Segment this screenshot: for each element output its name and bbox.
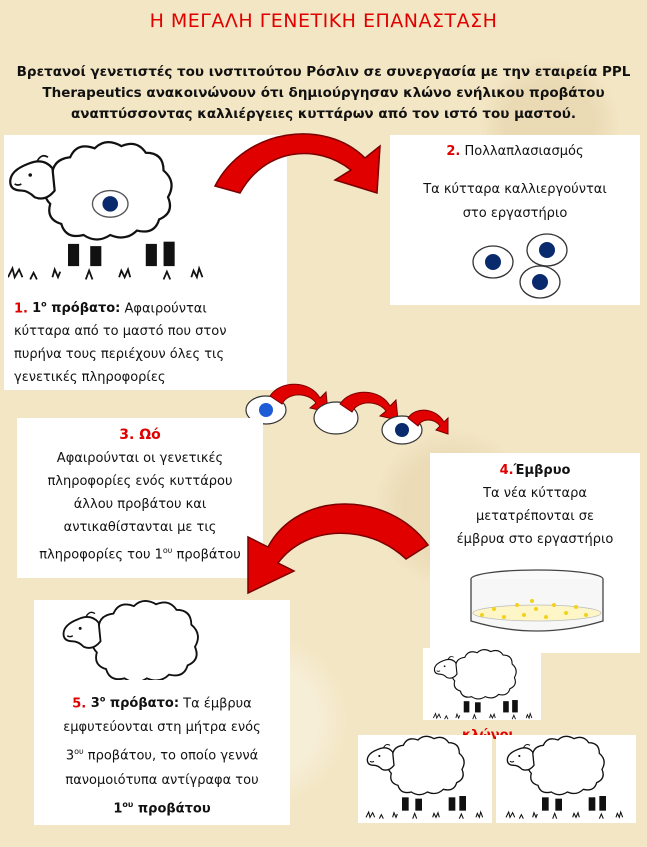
step3-number: 3. — [119, 427, 135, 443]
step1-text-line2: κύτταρα από το μαστό που στον — [14, 324, 227, 340]
step5-panel — [34, 680, 290, 825]
step2-heading: Πολλαπλασιασμός — [460, 144, 584, 159]
step3-text-line2: πληροφορίες ενός κυττάρου — [47, 474, 233, 489]
step5-text-line4: πανομοιότυπα αντίγραφα του — [65, 772, 259, 788]
step2-text-line2: στο εργαστήριο — [462, 206, 568, 221]
step3-text-line1: Αφαιρούνται οι γενετικές — [56, 451, 224, 466]
step3-panel — [17, 418, 263, 578]
intro-line-2: Therapeutics ανακοινώνουν ότι δημιούργησ… — [42, 85, 605, 101]
step5-text-line5: 1ου προβάτου — [113, 799, 211, 816]
step2-text-line1: Τα κύτταρα καλλιεργούνται — [423, 182, 607, 197]
step1-heading: 1ο πρόβατο: — [32, 300, 121, 317]
petri-dish-illustration — [470, 569, 604, 632]
step2-panel — [390, 135, 640, 305]
clone-sheep-2 — [365, 735, 484, 820]
step4-text-line1: Τα νέα κύτταρα — [483, 486, 587, 501]
step3-heading: Ωό — [134, 427, 161, 443]
sheep-1-illustration — [8, 141, 204, 281]
step1-text-line1: Αφαιρούνται — [120, 301, 207, 317]
egg-cell-sequence — [245, 383, 449, 445]
clone-sheep-1 — [432, 649, 533, 720]
intro-text: Βρετανοί γενετιστές του ινστιτούτου Ρόσλ… — [10, 62, 637, 125]
step3-text-line5: πληροφορίες του 1ου προβάτου — [39, 546, 241, 563]
step4-text-line2: μετατρέπονται σε — [475, 509, 595, 524]
arrow-step4-to-step5 — [247, 503, 430, 595]
step4-text-line3: έμβρυα στο εργαστήριο — [456, 532, 614, 547]
step4-text: 4.Έμβρυο Τα νέα κύτταρα μετατρέπονται σε… — [430, 459, 640, 551]
cultured-cells-illustration — [472, 233, 568, 299]
step3-text-line3: άλλου προβάτου και — [73, 497, 207, 512]
step1-text-line3: πυρήνα τους περιέχουν όλες τις — [14, 347, 225, 363]
step5-heading: 3ο πρόβατο: — [86, 695, 180, 712]
step1-text-line4: γενετικές πληροφορίες — [14, 370, 166, 386]
page-title: Η ΜΕΓΑΛΗ ΓΕΝΕΤΙΚΗ ΕΠΑΝΑΣΤΑΣΗ — [149, 10, 498, 32]
step3-text-line4: αντικαθίστανται με τις — [63, 520, 217, 535]
arrow-step1-to-step2 — [213, 133, 381, 194]
intro-line-1: Βρετανοί γενετιστές του ινστιτούτου Ρόσλ… — [16, 64, 631, 80]
step2-number: 2. — [446, 144, 461, 159]
step5-number: 5. — [72, 696, 87, 712]
step4-number: 4. — [499, 463, 514, 478]
step1-text: 1. 1ο πρόβατο: Αφαιρούνται κύτταρα από τ… — [14, 293, 282, 389]
step4-heading: Έμβρυο — [513, 463, 571, 478]
step5-text-line3: 3ου προβάτου, το οποίο γεννά — [65, 747, 259, 764]
intro-line-3: αναπτύσσοντας καλλιέργειες κυττάρων από … — [71, 106, 576, 122]
step2-text: Τα κύτταρα καλλιεργούνται στο εργαστήριο — [390, 178, 640, 226]
step5-text-line1: Τα έμβρυα — [179, 696, 252, 712]
step3-text: 3. Ωό Αφαιρούνται οι γενετικές πληροφορί… — [17, 424, 263, 566]
step2-heading-line: 2. Πολλαπλασιασμός — [390, 140, 640, 163]
step5-text-line2: εμφυτεύονται στη μήτρα ενός — [63, 720, 261, 736]
step5-text: 5. 3ο πρόβατο: Τα έμβρυα εμφυτεύονται στ… — [34, 688, 290, 821]
step1-number: 1. — [14, 301, 28, 317]
clone-sheep-3 — [505, 735, 624, 820]
